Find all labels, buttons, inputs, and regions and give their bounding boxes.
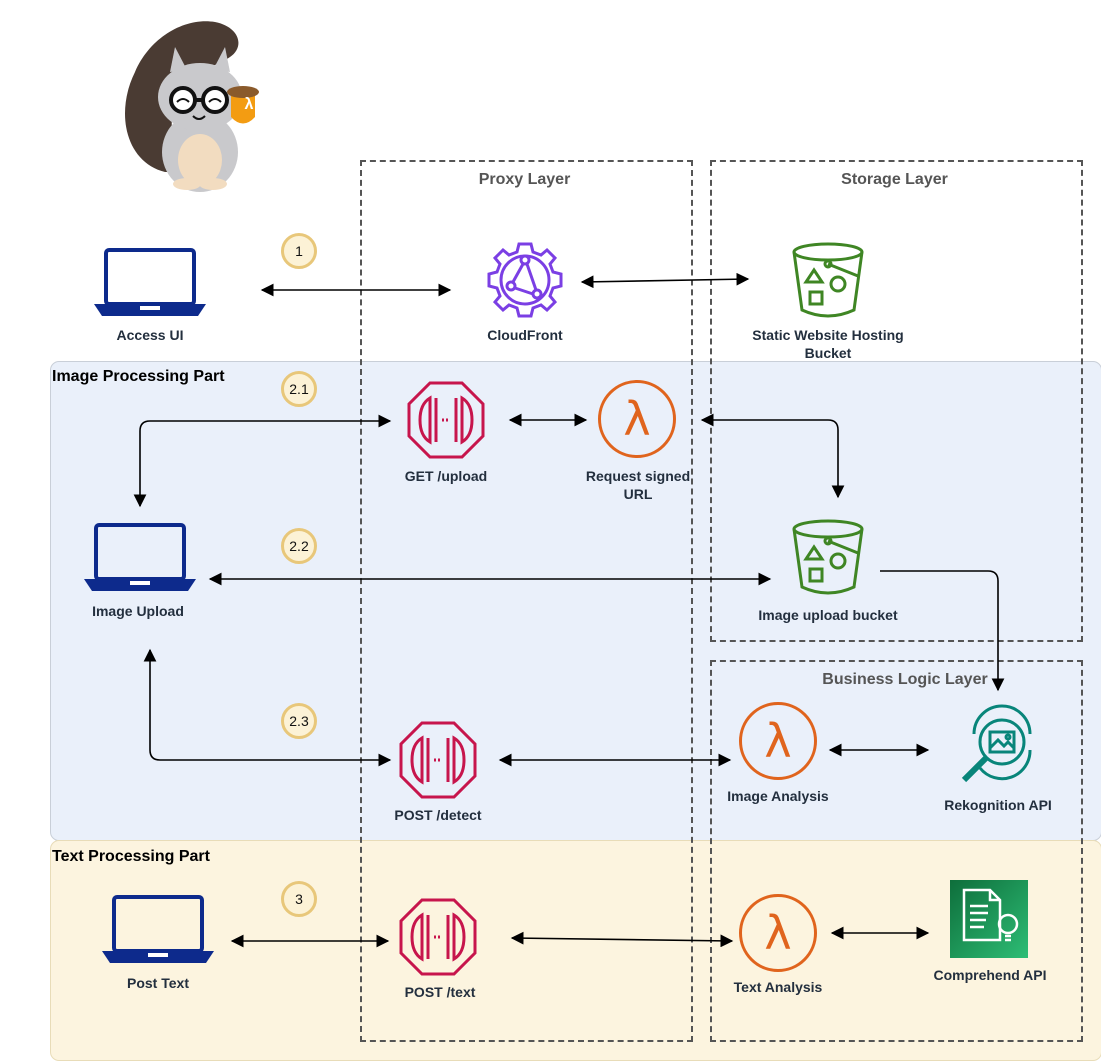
proxy-layer-title: Proxy Layer xyxy=(478,171,571,188)
lambda-icon: λ xyxy=(739,894,817,972)
request-signed-url-label: Request signed URL xyxy=(585,468,691,502)
post-text-api-label: POST /text xyxy=(404,984,476,1000)
step-badge-1: 1 xyxy=(281,233,317,269)
text-processing-part-title: Text Processing Part xyxy=(52,848,210,865)
rekognition-icon xyxy=(961,704,1032,783)
text-analysis-label: Text Analysis xyxy=(733,979,823,995)
image-processing-part-title: Image Processing Part xyxy=(52,368,225,385)
lambda-glyph: λ xyxy=(623,392,651,446)
lambda-glyph: λ xyxy=(764,714,792,768)
comprehend-label: Comprehend API xyxy=(933,967,1047,983)
laptop-icon xyxy=(102,895,214,963)
arrow-imageupload-postdetect xyxy=(143,648,392,767)
squirrel-mascot-icon xyxy=(125,21,259,192)
arrow-lambda-upload-bucket xyxy=(700,413,845,499)
business-logic-layer-title: Business Logic Layer xyxy=(822,671,988,688)
cloudfront-icon xyxy=(487,242,563,318)
image-analysis-label: Image Analysis xyxy=(727,788,829,804)
proxy-layer xyxy=(360,160,693,1042)
post-text-label: Post Text xyxy=(127,975,189,991)
static-bucket-label: Static Website Hosting Bucket xyxy=(752,327,904,361)
lambda-glyph: λ xyxy=(764,906,792,960)
s3-bucket-icon xyxy=(792,519,864,595)
rekognition-label: Rekognition API xyxy=(944,797,1052,813)
get-upload-label: GET /upload xyxy=(404,468,488,484)
api-gateway-icon xyxy=(407,381,485,459)
image-upload-bucket-label: Image upload bucket xyxy=(758,607,898,623)
api-gateway-icon xyxy=(399,721,477,799)
lambda-icon: λ xyxy=(739,702,817,780)
step-badge-2-1: 2.1 xyxy=(281,371,317,407)
step-badge-3: 3 xyxy=(281,881,317,917)
step-badge-2-3: 2.3 xyxy=(281,703,317,739)
arrow-getupload-imageupload xyxy=(133,414,392,508)
step-badge-2-2: 2.2 xyxy=(281,528,317,564)
arrow-cloudfront-static-bucket xyxy=(580,272,750,289)
arrow-bucket-rekognition xyxy=(880,570,1005,692)
laptop-icon xyxy=(94,248,206,316)
comprehend-icon xyxy=(950,880,1028,958)
arrow-posttextapi-textanalysis xyxy=(510,931,734,948)
mascot-lambda-glyph: λ xyxy=(244,96,254,113)
api-gateway-icon xyxy=(399,898,477,976)
laptop-icon xyxy=(84,523,196,591)
storage-layer-title: Storage Layer xyxy=(841,171,948,188)
text-processing-part xyxy=(50,840,1101,1061)
business-logic-layer xyxy=(710,660,1083,1042)
s3-bucket-icon xyxy=(792,242,864,318)
lambda-icon: λ xyxy=(598,380,676,458)
post-detect-label: POST /detect xyxy=(394,807,482,823)
storage-layer xyxy=(710,160,1083,642)
access-ui-label: Access UI xyxy=(116,327,184,343)
cloudfront-label: CloudFront xyxy=(487,327,563,343)
image-upload-label: Image Upload xyxy=(92,603,184,619)
